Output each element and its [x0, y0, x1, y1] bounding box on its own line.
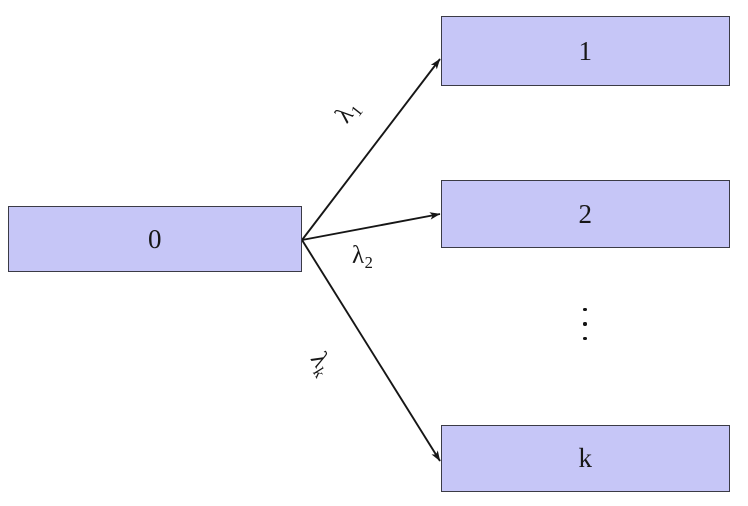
node-label-target-k: k: [578, 443, 593, 473]
node-label-target-1: 1: [578, 35, 593, 66]
ellipsis-dot: [583, 336, 587, 340]
edge-lambda-1-line: [301, 58, 441, 241]
lambda-glyph-2: λ: [352, 242, 365, 269]
node-box-target-2: 2: [441, 180, 730, 248]
node-box-target-1: 1: [441, 16, 730, 86]
ellipsis-dot: [583, 308, 587, 312]
edge-lambda-k-line: [301, 239, 441, 462]
edge-lambda-2-line: [301, 212, 441, 241]
ellipsis-dot: [583, 322, 587, 326]
node-label-source: 0: [148, 223, 162, 254]
lambda-subscript-2: 2: [364, 252, 373, 272]
node-box-source: 0: [8, 206, 302, 272]
node-box-target-k: k: [441, 425, 730, 492]
vertical-ellipsis-icon: [583, 308, 587, 340]
node-label-target-2: 2: [578, 198, 593, 229]
edge-label-lambda-2: λ2: [352, 242, 373, 270]
